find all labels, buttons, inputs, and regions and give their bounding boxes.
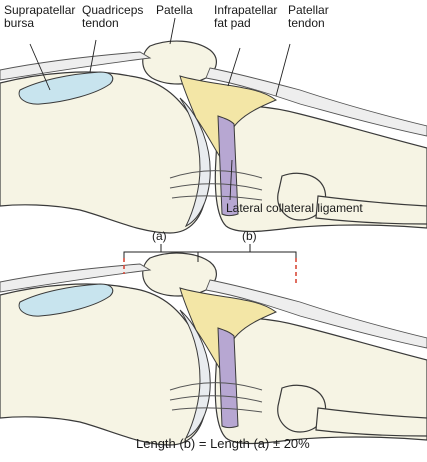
caption-length-rule: Length (b) = Length (a) ± 20% <box>136 436 310 451</box>
bracket-b <box>197 244 297 262</box>
leader-lines <box>29 17 291 201</box>
label-infrapatellar-fat-pad: Infrapatellar fat pad <box>214 3 278 30</box>
label-lateral-collateral-ligament: Lateral collateral ligament <box>226 201 363 215</box>
knee-illustration-bottom <box>0 252 427 446</box>
label-patella: Patella <box>156 3 193 17</box>
label-bracket-a: (a) <box>152 229 167 243</box>
label-quadriceps-tendon: Quadriceps tendon <box>82 3 144 30</box>
dash-markers <box>123 258 297 286</box>
label-patellar-tendon: Patellar tendon <box>288 3 329 30</box>
label-suprapatellar-bursa: Suprapatellar bursa <box>4 3 76 30</box>
label-bracket-b: (b) <box>242 229 257 243</box>
